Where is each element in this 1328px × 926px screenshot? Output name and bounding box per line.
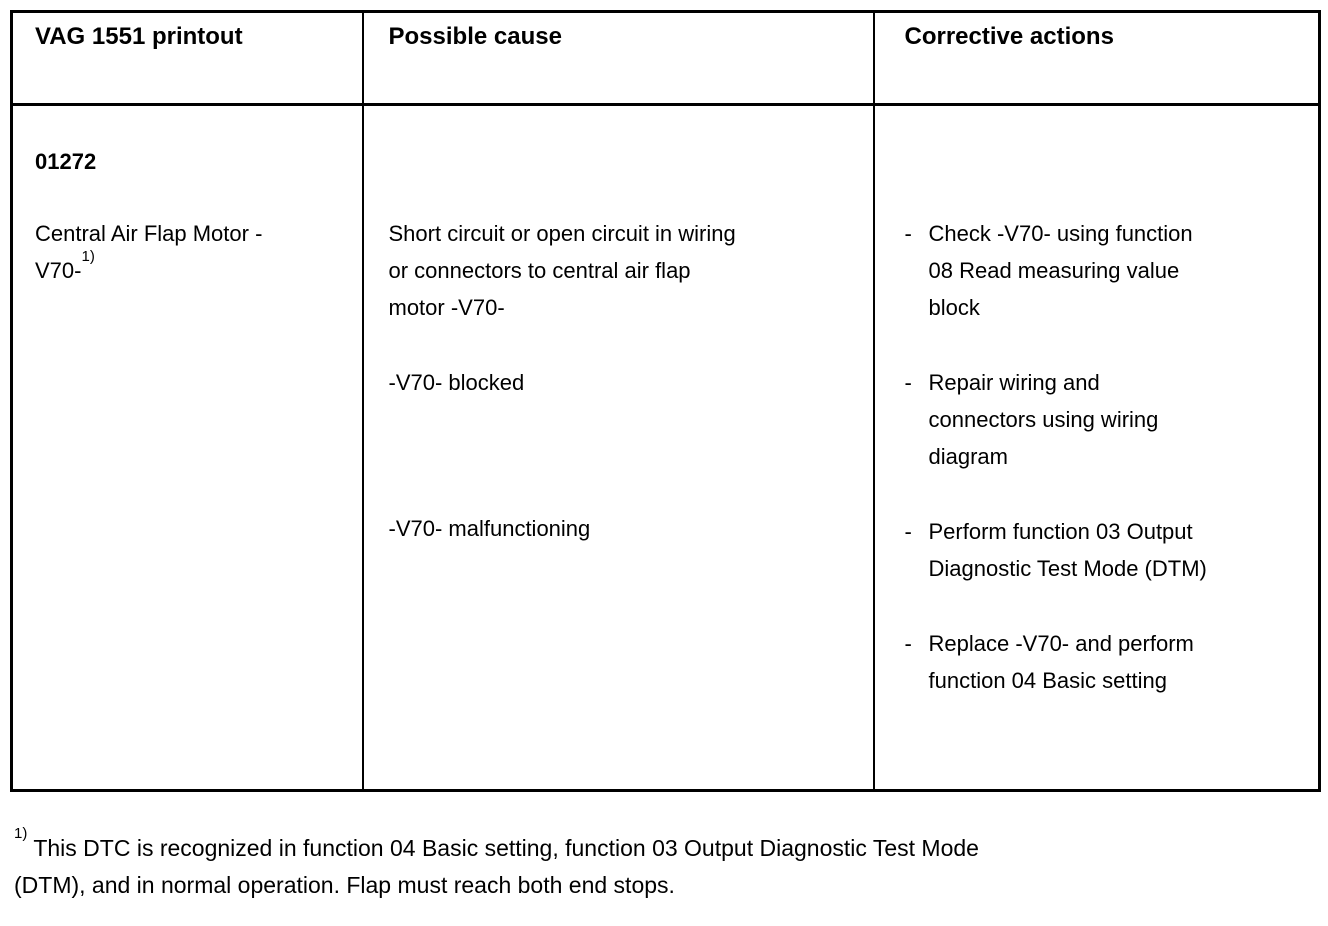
table-row: 01272 Central Air Flap Motor - V70-1) Sh… — [10, 103, 1321, 792]
action-item: - Replace -V70- and perform function 04 … — [905, 625, 1313, 699]
col-header-vag-printout: VAG 1551 printout — [10, 10, 364, 106]
dtc-name-line: Central Air Flap Motor - — [35, 221, 263, 246]
action-item: - Perform function 03 Output Diagnostic … — [905, 513, 1313, 587]
dtc-name: Central Air Flap Motor - V70-1) — [35, 215, 362, 289]
col-header-possible-cause: Possible cause — [361, 10, 875, 106]
dtc-table: VAG 1551 printout Possible cause Correct… — [10, 10, 1321, 792]
bullet-dash: - — [904, 370, 912, 395]
dtc-name-line: V70-1) — [35, 247, 95, 283]
dtc-code: 01272 — [35, 149, 97, 174]
footnote-ref: 1) — [81, 247, 95, 265]
action-item: - Repair wiring and connectors using wir… — [905, 364, 1313, 475]
bullet-dash: - — [904, 631, 912, 656]
cell-vag-printout: 01272 Central Air Flap Motor - V70-1) — [10, 103, 364, 792]
cause-item: -V70- malfunctioning — [388, 516, 591, 541]
action-item: - Check -V70- using function 08 Read mea… — [905, 215, 1313, 326]
cell-corrective-actions: - Check -V70- using function 08 Read mea… — [872, 103, 1321, 792]
cause-item: Short circuit or open circuit in wiring … — [388, 221, 736, 320]
col-header-corrective-actions: Corrective actions — [872, 10, 1321, 106]
footnote-line: (DTM), and in normal operation. Flap mus… — [14, 872, 675, 898]
footnote: 1) This DTC is recognized in function 04… — [14, 826, 1254, 904]
footnote-marker: 1) — [14, 825, 28, 843]
table-header-row: VAG 1551 printout Possible cause Correct… — [10, 10, 1321, 106]
bullet-dash: - — [904, 519, 912, 544]
bullet-dash: - — [904, 221, 912, 246]
cell-possible-cause: Short circuit or open circuit in wiring … — [361, 103, 875, 792]
footnote-line: This DTC is recognized in function 04 Ba… — [33, 835, 979, 861]
cause-item: -V70- blocked — [388, 370, 525, 395]
